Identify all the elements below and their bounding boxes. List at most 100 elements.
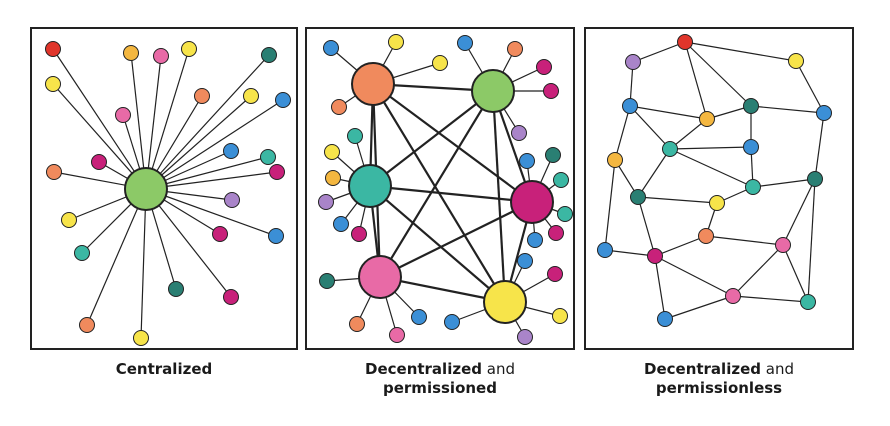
mesh-edge <box>732 244 784 297</box>
node <box>743 98 759 114</box>
node <box>324 144 340 160</box>
mesh-edge <box>614 105 631 161</box>
node <box>511 125 527 141</box>
node <box>709 195 725 211</box>
mesh-edge <box>604 159 616 251</box>
node <box>318 194 334 210</box>
node <box>388 34 404 50</box>
node <box>153 48 169 64</box>
spoke-edge <box>52 48 147 190</box>
mesh-edge <box>637 196 718 204</box>
spoke-edge <box>145 54 270 190</box>
spoke-edge <box>145 171 278 190</box>
mesh-edge <box>732 295 809 303</box>
node <box>552 308 568 324</box>
node <box>677 34 693 50</box>
hub-link-edge <box>369 90 494 187</box>
mesh-edge <box>795 60 825 114</box>
node <box>725 288 741 304</box>
node <box>123 45 139 61</box>
hub-link-edge <box>379 90 494 278</box>
mesh-edge <box>664 295 734 320</box>
node <box>347 128 363 144</box>
node <box>432 55 448 71</box>
node <box>268 228 284 244</box>
node <box>115 107 131 123</box>
central-hub-node <box>124 167 168 211</box>
node <box>527 232 543 248</box>
node <box>243 88 259 104</box>
node <box>224 192 240 208</box>
node <box>133 330 149 346</box>
node <box>745 179 761 195</box>
node <box>557 206 573 222</box>
decentralized-permissioned-diagram <box>318 34 573 345</box>
node <box>597 242 613 258</box>
hub-link-edge <box>369 184 533 204</box>
node <box>212 226 228 242</box>
mesh-edge <box>637 148 671 198</box>
node <box>807 171 823 187</box>
node <box>553 172 569 188</box>
node <box>743 139 759 155</box>
hub-node <box>358 255 402 299</box>
node <box>223 289 239 305</box>
node <box>457 35 473 51</box>
mesh-edge <box>752 178 816 188</box>
hub-node <box>471 69 515 113</box>
caption-decentralized-word: Decentralized <box>365 360 482 378</box>
node <box>788 53 804 69</box>
decentralized-permissionless-diagram <box>597 34 832 327</box>
node <box>507 41 523 57</box>
hub-node <box>510 180 554 224</box>
spoke-edge <box>52 83 147 190</box>
caption-decentralized-permissionless: Decentralized and permissionless <box>584 360 854 398</box>
node <box>333 216 349 232</box>
spoke-edge <box>145 95 252 190</box>
node <box>260 149 276 165</box>
node <box>91 154 107 170</box>
node <box>536 59 552 75</box>
node <box>545 147 561 163</box>
hub-link-edge <box>379 201 533 278</box>
node <box>662 141 678 157</box>
hub-node <box>483 280 527 324</box>
node <box>349 316 365 332</box>
mesh-edge <box>669 146 752 150</box>
node <box>331 99 347 115</box>
node <box>517 253 533 269</box>
spoke-edge <box>130 52 147 190</box>
caption-and-word: and <box>486 360 515 378</box>
node <box>269 164 285 180</box>
node <box>323 40 339 56</box>
spoke-edge <box>145 99 284 190</box>
hub-node <box>351 62 395 106</box>
hub-link-edge <box>372 83 533 203</box>
spoke-edge <box>86 188 147 326</box>
centralized-network-diagram <box>45 41 291 346</box>
node <box>607 152 623 168</box>
node <box>223 143 239 159</box>
spoke-edge <box>145 55 162 190</box>
node <box>816 105 832 121</box>
node <box>800 294 816 310</box>
mesh-edge <box>782 244 809 303</box>
mesh-edge <box>807 178 816 303</box>
mesh-edge <box>684 41 797 62</box>
node <box>444 314 460 330</box>
node <box>543 83 559 99</box>
mesh-edge <box>654 255 734 297</box>
spoke-edge <box>145 48 190 190</box>
node <box>647 248 663 264</box>
decentralized-permissioned-panel <box>305 27 575 350</box>
caption-permissioned-word: permissioned <box>383 379 497 397</box>
node <box>630 189 646 205</box>
node <box>168 281 184 297</box>
node <box>411 309 427 325</box>
mesh-edge <box>654 235 707 257</box>
mesh-edge <box>684 41 708 120</box>
mesh-edge <box>654 255 666 320</box>
node <box>74 245 90 261</box>
node <box>319 273 335 289</box>
hub-link-edge <box>491 90 507 303</box>
